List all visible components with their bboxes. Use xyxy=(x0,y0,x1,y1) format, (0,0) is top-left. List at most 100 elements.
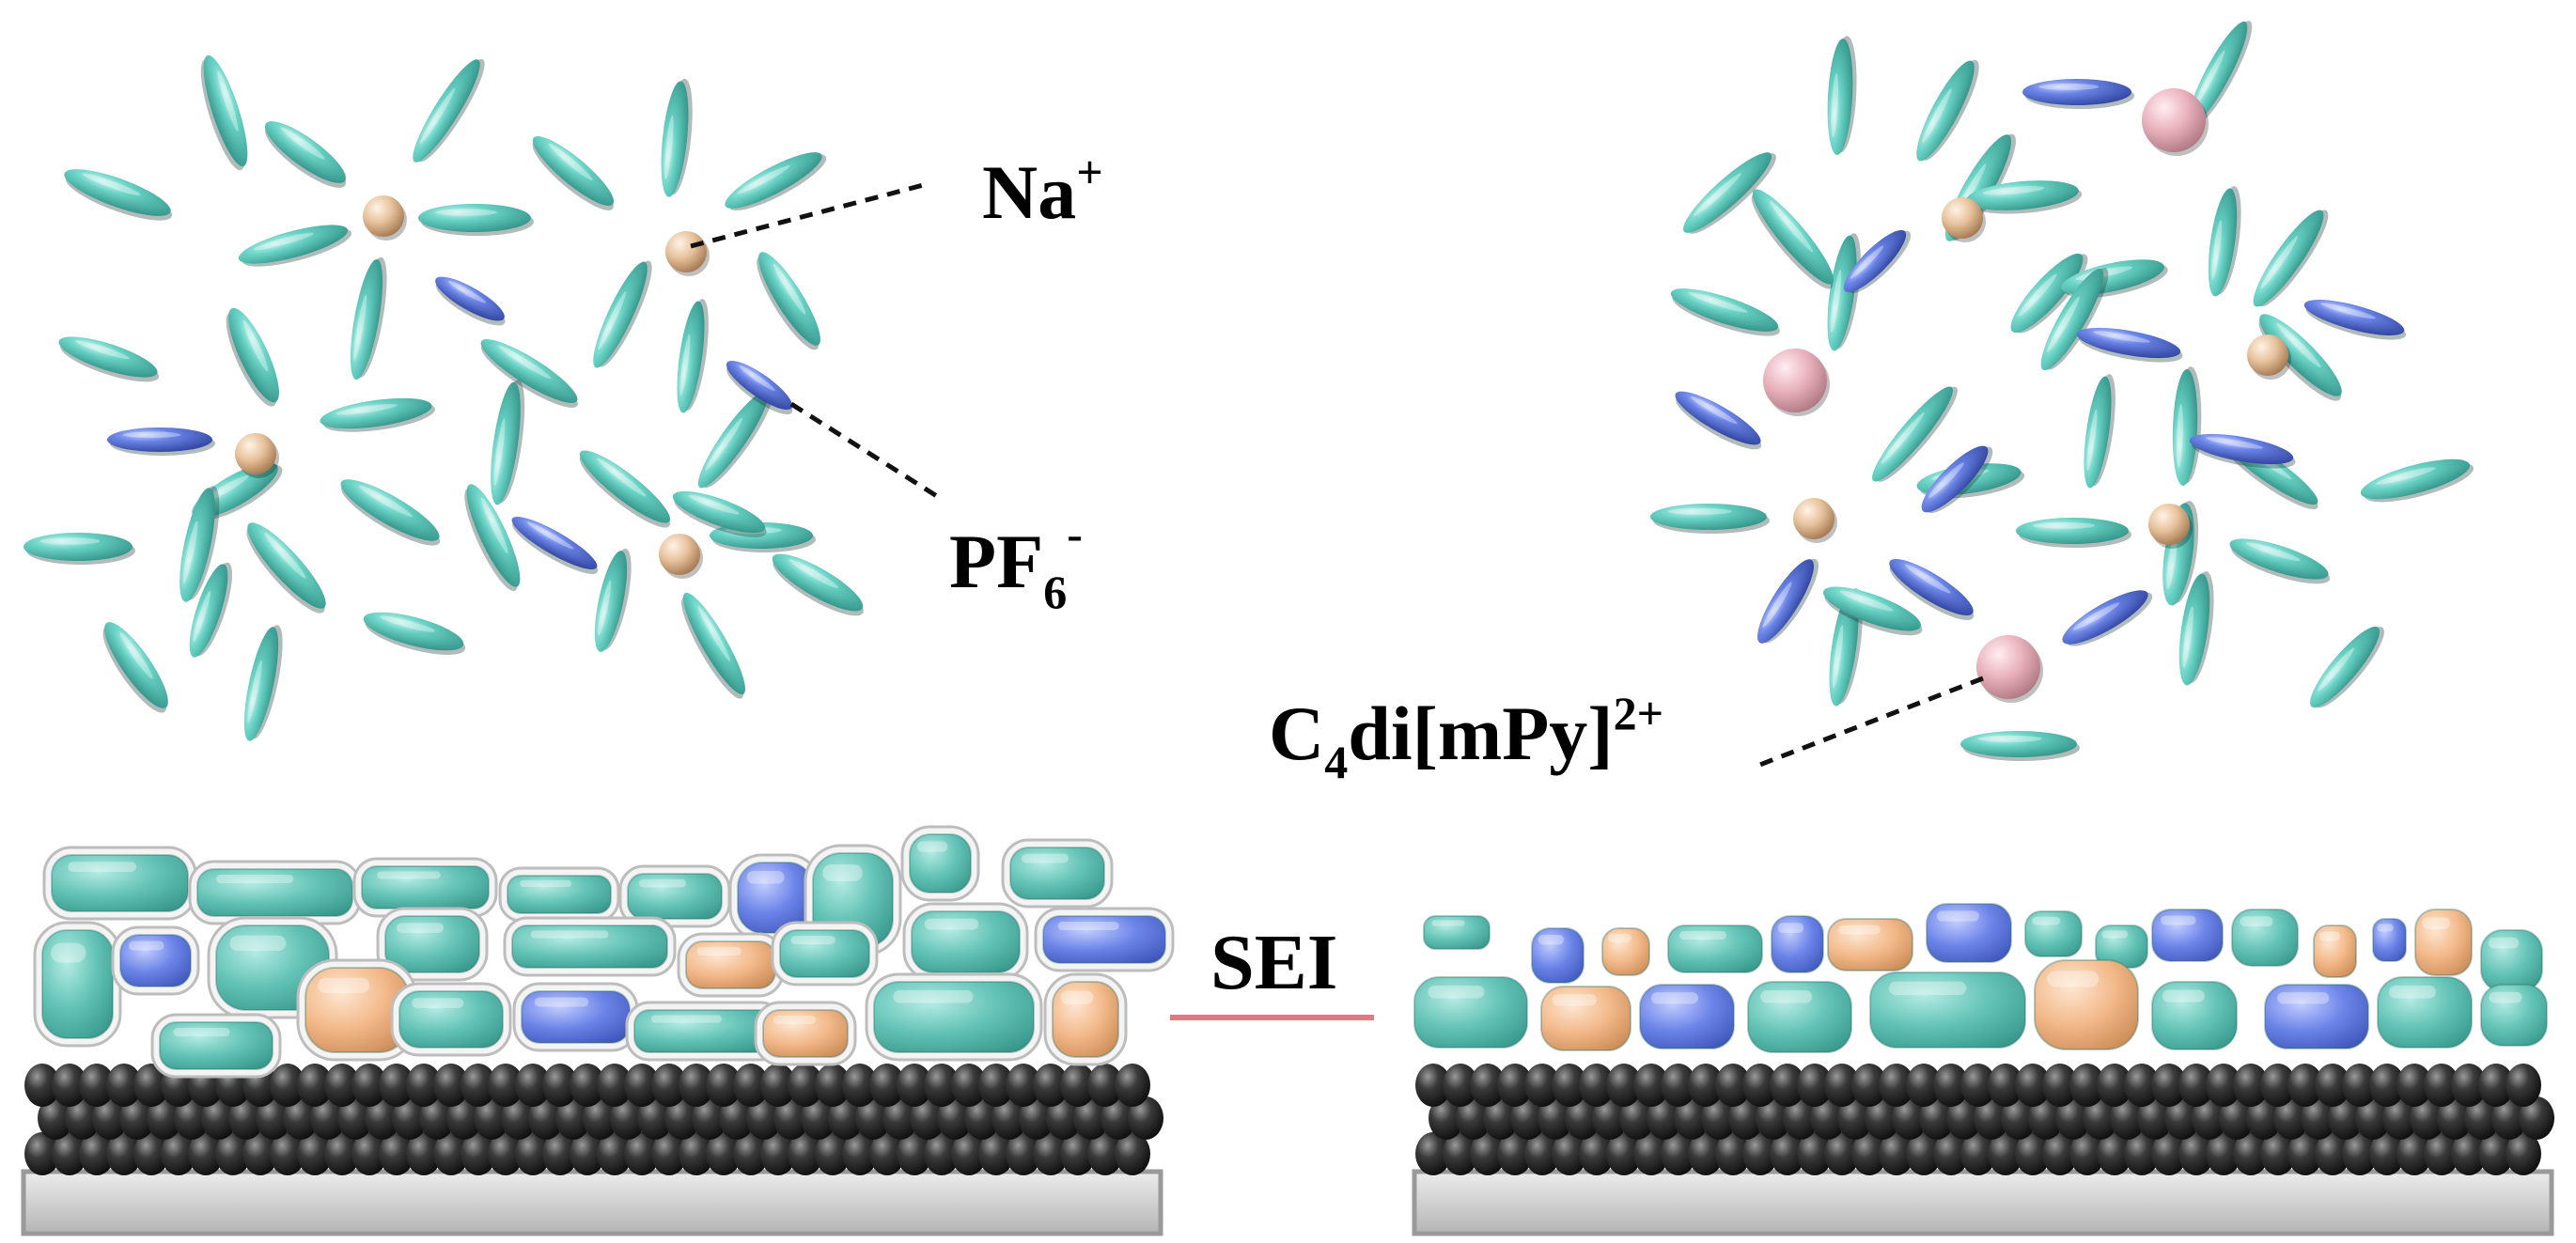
carbon-particle xyxy=(597,1064,632,1107)
carbon-particle xyxy=(337,1096,373,1140)
carbon-particle xyxy=(637,1096,673,1140)
sei-component-r8 xyxy=(2095,924,2148,969)
carbon-particle xyxy=(1865,1096,1900,1140)
sei-component-r19 xyxy=(1869,971,2026,1049)
solvent-molecule-23 xyxy=(464,484,521,592)
sei-component-r10 xyxy=(2231,909,2299,967)
carbon-particle xyxy=(2206,1132,2241,1175)
carbon-particle xyxy=(228,1096,264,1140)
na-ion-0 xyxy=(363,195,407,241)
carbon-particle xyxy=(215,1132,251,1175)
carbon-particle xyxy=(828,1096,864,1140)
carbon-particle xyxy=(855,1096,891,1140)
c4dimpy-leader-line xyxy=(1756,676,1984,769)
carbon-particle xyxy=(515,1064,551,1107)
pf6-leader-line xyxy=(789,401,942,501)
carbon-particle xyxy=(310,1096,346,1140)
carbon-particle xyxy=(1619,1096,1655,1140)
sei-component-r9 xyxy=(2151,909,2224,962)
sei-label: SEI xyxy=(1210,919,1337,1006)
carbon-particle xyxy=(597,1132,632,1175)
right-electrolyte-cluster xyxy=(1650,21,2475,761)
carbon-particle xyxy=(1565,1096,1600,1140)
carbon-particle xyxy=(2424,1132,2459,1175)
carbon-particle xyxy=(2287,1132,2323,1175)
carbon-particle xyxy=(1115,1064,1150,1107)
carbon-particle xyxy=(2424,1064,2459,1107)
carbon-particle xyxy=(733,1132,769,1175)
carbon-particle xyxy=(2110,1096,2146,1140)
solvent-molecule-6 xyxy=(661,78,693,197)
carbon-particle xyxy=(788,1064,823,1107)
carbon-particle xyxy=(2001,1096,2037,1140)
carbon-particle xyxy=(201,1096,237,1140)
carbon-particle xyxy=(1592,1096,1628,1140)
carbon-particle xyxy=(1906,1132,1942,1175)
sei-component-l8 xyxy=(1001,838,1114,909)
solvent-molecule-8 xyxy=(725,152,827,211)
carbon-particle xyxy=(1919,1096,1955,1140)
carbon-particle xyxy=(651,1064,687,1107)
carbon-particle xyxy=(528,1096,564,1140)
carbon-particle xyxy=(555,1096,591,1140)
solvent-molecule-r22 xyxy=(2016,518,2131,548)
carbon-particle xyxy=(570,1132,605,1175)
pf6-anion-r5 xyxy=(1921,445,1993,514)
sei-component-l17 xyxy=(1034,907,1175,972)
carbon-particle xyxy=(379,1064,414,1107)
carbon-particle xyxy=(1851,1132,1887,1175)
carbon-particle xyxy=(2382,1096,2418,1140)
carbon-particle xyxy=(106,1132,142,1175)
carbon-particle xyxy=(2097,1132,2132,1175)
carbon-particle xyxy=(147,1096,182,1140)
carbon-particle xyxy=(2206,1064,2241,1107)
carbon-particle xyxy=(406,1064,442,1107)
carbon-particle xyxy=(1701,1096,1737,1140)
left-carbon-layer xyxy=(24,1064,1163,1175)
carbon-particle xyxy=(433,1132,469,1175)
sei-component-l7 xyxy=(900,825,980,902)
carbon-particle xyxy=(1552,1132,1587,1175)
carbon-particle xyxy=(1606,1064,1642,1107)
carbon-particle xyxy=(801,1096,836,1140)
carbon-particle xyxy=(419,1096,455,1140)
carbon-particle xyxy=(664,1096,700,1140)
solvent-molecule-r21 xyxy=(2360,458,2475,503)
carbon-particle xyxy=(1483,1096,1519,1140)
carbon-particle xyxy=(897,1064,932,1107)
na-leader-line xyxy=(690,180,931,249)
sei-component-l3 xyxy=(498,866,620,923)
carbon-particle xyxy=(1429,1096,1464,1140)
carbon-particle xyxy=(2083,1096,2118,1140)
left-current-collector xyxy=(21,1169,1163,1236)
solvent-molecule-15 xyxy=(757,252,820,350)
carbon-particle xyxy=(1456,1096,1491,1140)
carbon-particle xyxy=(1837,1096,1873,1140)
carbon-particle xyxy=(2506,1064,2541,1107)
carbon-particle xyxy=(1933,1064,1969,1107)
carbon-particle xyxy=(951,1132,987,1175)
carbon-particle xyxy=(910,1096,945,1140)
carbon-particle xyxy=(2342,1064,2378,1107)
carbon-particle xyxy=(2164,1096,2200,1140)
carbon-particle xyxy=(706,1064,742,1107)
carbon-particle xyxy=(1661,1132,1696,1175)
carbon-particle xyxy=(1510,1096,1546,1140)
carbon-particle xyxy=(133,1064,169,1107)
solvent-molecule-r6 xyxy=(2010,253,2088,334)
sei-component-r15 xyxy=(1413,976,1528,1049)
solvent-molecule-21 xyxy=(246,522,326,614)
carbon-particle xyxy=(2287,1064,2323,1107)
carbon-particle xyxy=(1756,1096,1791,1140)
carbon-particle xyxy=(869,1064,905,1107)
c4dimpy-cation-2 xyxy=(1976,635,2043,703)
sei-component-r14 xyxy=(2480,929,2543,992)
carbon-particle xyxy=(1770,1064,1805,1107)
carbon-particle xyxy=(951,1064,987,1107)
carbon-particle xyxy=(406,1132,442,1175)
sei-component-l14 xyxy=(677,932,785,998)
solvent-molecule-3 xyxy=(64,169,173,221)
carbon-particle xyxy=(38,1096,73,1140)
carbon-particle xyxy=(842,1064,878,1107)
pf6-anion-r7 xyxy=(1756,558,1819,644)
